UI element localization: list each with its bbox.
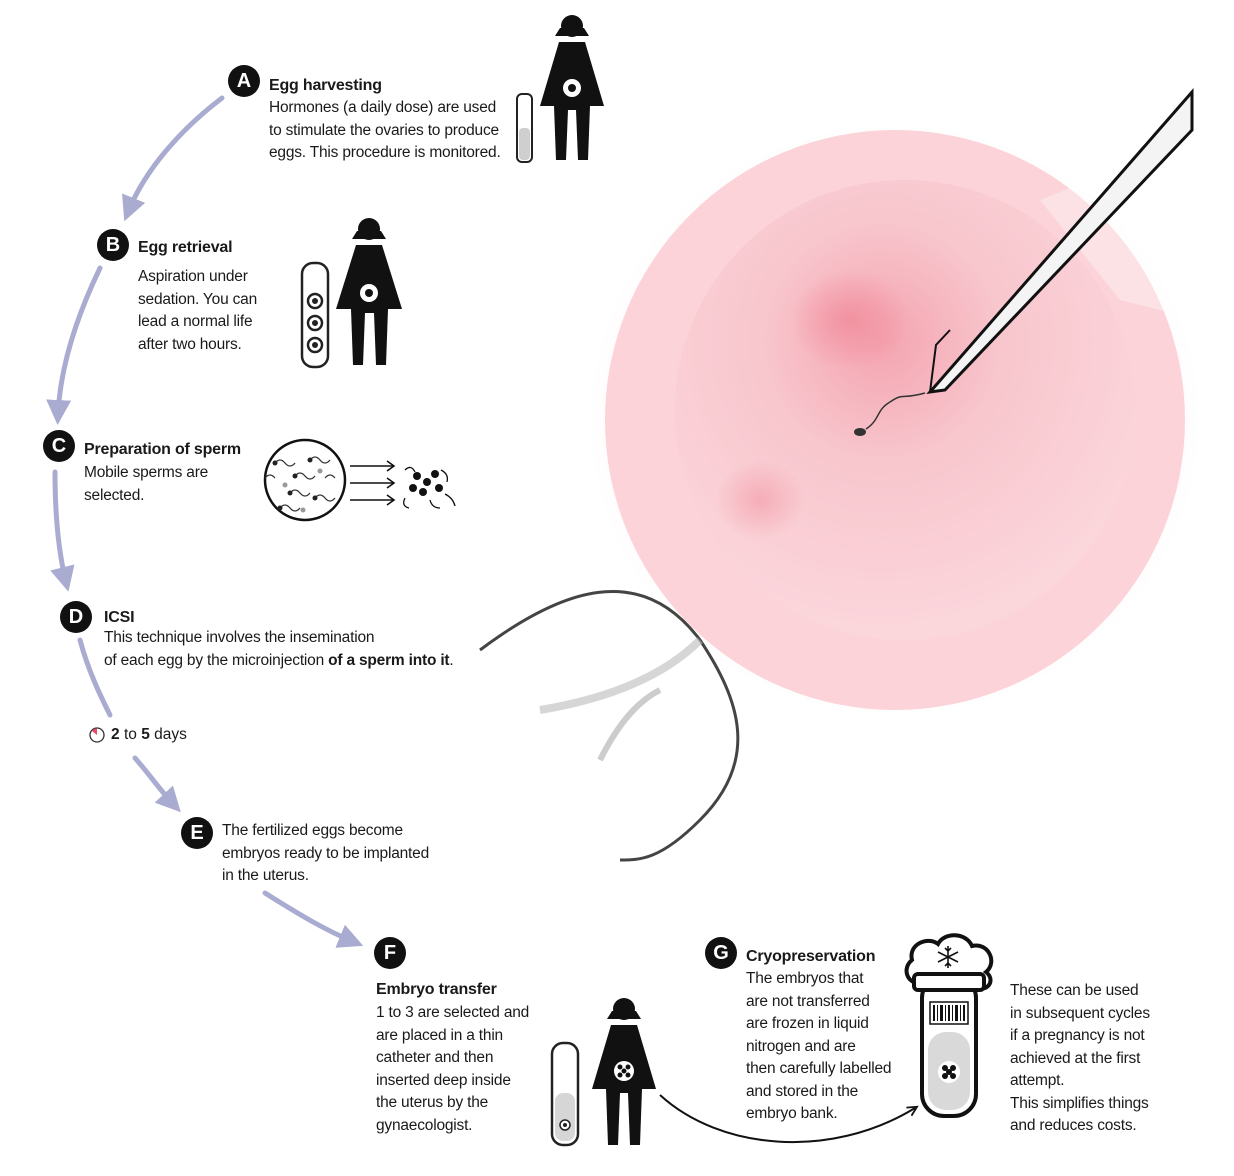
step-d-line-2: of each egg by the microinjection of a s… [104,650,504,673]
step-b-text: Aspiration under sedation. You can lead … [138,268,257,353]
flow-arrows [46,95,364,948]
step-a-badge: A [228,65,260,97]
step-c-title: Preparation of sperm [84,441,241,458]
step-b-title: Egg retrieval [138,239,233,256]
step-f-title: Embryo transfer [376,981,497,998]
duration-unit: days [154,726,187,743]
duration-to-word: to [123,726,137,743]
cryo-note: These can be used in subsequent cycles i… [1010,982,1150,1134]
sperm-cell [854,392,926,436]
transfer-arrow [659,1094,915,1144]
step-d-line-1: This technique involves the insemination [104,629,375,646]
clock-icon [89,727,105,743]
duration-to: 5 [141,726,150,743]
step-a-text: Hormones (a daily dose) are used to stim… [269,99,501,161]
step-e-text: The fertilized eggs become embryos ready… [222,822,430,884]
holding-pipette [479,590,740,862]
step-f-badge: F [374,937,406,969]
step-d-title: ICSI [104,609,135,626]
step-f-text: 1 to 3 are selected and are placed in a … [376,1004,530,1134]
duration-from: 2 [111,726,120,743]
step-g-title: Cryopreservation [746,948,876,965]
step-d-line-2-plain: of each egg by the microinjection [104,651,329,669]
step-d-text: This technique involves the insemination… [104,627,504,672]
step-a-title: Egg harvesting [269,77,382,94]
step-c-text: Mobile sperms are selected. [84,464,209,504]
woman-with-eggs-icon [300,218,402,369]
step-b-badge: B [97,229,129,261]
step-d-line-2-end: . [449,651,454,669]
step-g-badge: G [705,937,737,969]
step-e-badge: E [181,817,213,849]
step-d-badge: D [60,601,92,633]
duration-label: 2 to 5 days [89,725,187,745]
step-d-line-2-bold: of a sperm into it [328,651,450,669]
woman-with-embryo-icon [550,998,656,1147]
cryo-tube-icon [904,933,994,1118]
step-c-badge: C [43,430,75,462]
snowflake-icon [937,946,959,968]
step-g-text: The embryos that are not transferred are… [746,970,892,1122]
barcode-icon [929,1001,969,1025]
injection-needle [926,88,1194,395]
sperm-sample-icon [263,438,456,522]
woman-icon [516,15,604,163]
